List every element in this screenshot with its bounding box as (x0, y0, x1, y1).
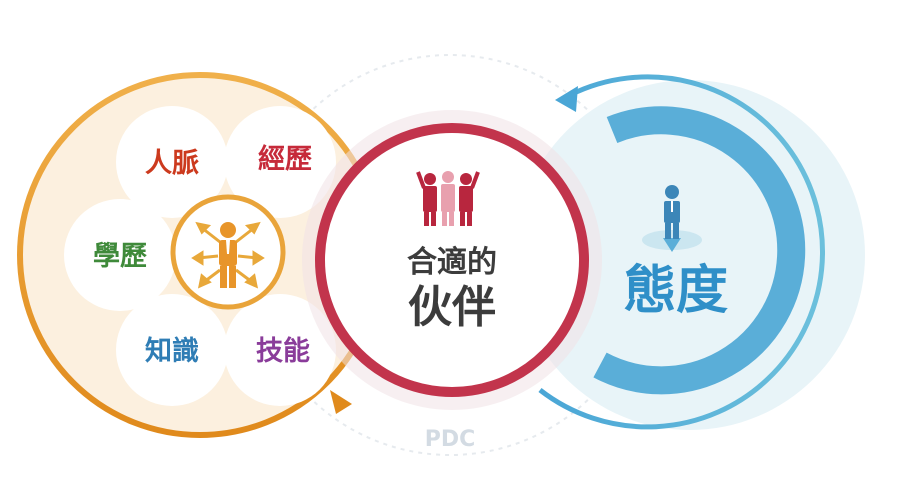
center-line2: 伙伴 (408, 282, 496, 333)
standing-person-icon (642, 185, 702, 252)
petal-jingli (224, 106, 336, 218)
blue-arrowhead-icon (555, 86, 578, 112)
team-group-icon (416, 171, 480, 226)
pdc-watermark: PDC (425, 427, 476, 452)
orange-arrowhead-icon (330, 390, 352, 414)
label-renmai: 人脈 (145, 148, 199, 179)
label-xueli: 學歷 (93, 241, 147, 272)
right-cluster: 態度 (515, 74, 865, 430)
petal-zhishi (116, 294, 228, 406)
right-inner-ring (593, 106, 806, 395)
center-cluster: 合適的 伙伴 (302, 110, 602, 410)
center-ring (315, 123, 589, 397)
left-cluster: 人脈 經歷 學歷 知識 技能 (17, 72, 383, 438)
center-line1: 合適的 (407, 245, 497, 280)
label-zhishi: 知識 (145, 336, 199, 367)
petal-renmai (116, 106, 228, 218)
petal-jineng (224, 294, 336, 406)
petal-xueli (64, 199, 176, 311)
label-jineng: 技能 (256, 335, 310, 367)
label-jingli: 經歷 (258, 143, 312, 175)
person-with-arrows-icon (191, 221, 265, 289)
label-taidu: 態度 (624, 261, 728, 321)
right-outer-ring (538, 74, 825, 430)
